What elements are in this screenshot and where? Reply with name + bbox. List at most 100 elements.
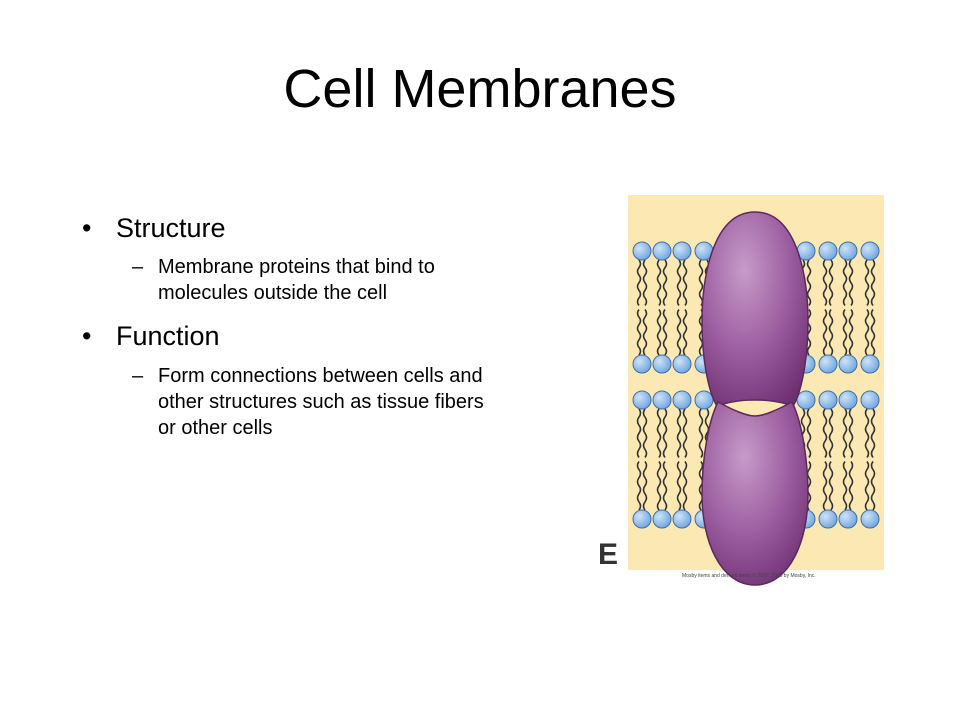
lipid-head [632, 241, 652, 261]
lipid-tail [656, 309, 662, 356]
lipid-head [818, 354, 838, 374]
lipid-tail [662, 309, 668, 356]
lipid-head [860, 509, 880, 529]
lipid-tail [870, 259, 876, 306]
slide-title: Cell Membranes [283, 59, 677, 119]
lipid-tail [842, 259, 848, 306]
lipid-bilayers [632, 241, 880, 529]
sub-bullet-text: Membrane proteins that bind to molecules… [158, 256, 435, 305]
lipid-tail [682, 461, 688, 511]
lipid-tail [828, 461, 834, 511]
sub-bullet-text: Form connections between cells and other… [158, 364, 484, 439]
lipid-tail [698, 259, 704, 306]
lipid-tail [848, 461, 854, 511]
lipid-tail [870, 461, 876, 511]
lipid-tail [642, 259, 648, 306]
lipid-tail [662, 461, 668, 511]
lipid-tail [642, 461, 648, 511]
lipid-head [818, 509, 838, 529]
lipid-head [860, 390, 880, 410]
lipid-tail [636, 259, 642, 306]
bullet-structure: Structure [82, 212, 502, 245]
membrane-figure: E Mosby items and derived items © 2007, … [590, 190, 890, 590]
lipid-tail [656, 259, 662, 306]
lipid-tail [698, 309, 704, 356]
lipid-head [838, 390, 858, 410]
lipid-head [652, 390, 672, 410]
lipid-tail [806, 408, 812, 458]
lipid-head [672, 241, 692, 261]
lipid-tail [662, 259, 668, 306]
lipid-head [632, 509, 652, 529]
lipid-head [652, 509, 672, 529]
lipid-head [838, 354, 858, 374]
lipid-head [672, 354, 692, 374]
lipid-head [672, 390, 692, 410]
lipid-tail [642, 408, 648, 458]
lipid-head [632, 390, 652, 410]
lipid-tail [676, 461, 682, 511]
sub-bullet-function: – Form connections between cells and oth… [82, 363, 488, 441]
lipid-head [632, 354, 652, 374]
sub-bullet-structure: – Membrane proteins that bind to molecul… [82, 254, 488, 306]
lipid-tail [864, 259, 870, 306]
panel-letter: E [598, 538, 619, 571]
lipid-head [860, 354, 880, 374]
lipid-tail [682, 309, 688, 356]
bullet-list: Structure – Membrane proteins that bind … [82, 212, 502, 455]
lipid-head [672, 509, 692, 529]
lipid-tail [676, 408, 682, 458]
lipid-tail [870, 309, 876, 356]
lipid-tail [842, 309, 848, 356]
lipid-tail [636, 309, 642, 356]
lipid-tail [864, 309, 870, 356]
lipid-head [838, 509, 858, 529]
bullet-function: Function [82, 320, 502, 353]
lipid-tail [822, 309, 828, 356]
lipid-tail [682, 408, 688, 458]
lower-protein [701, 400, 809, 586]
lipid-tail [682, 259, 688, 306]
lipid-tail [842, 461, 848, 511]
lipid-tail [822, 461, 828, 511]
figure-credit: Mosby items and derived items © 2007, 20… [682, 573, 816, 579]
lipid-tail [636, 408, 642, 458]
lipid-tail [636, 461, 642, 511]
lipid-head [652, 354, 672, 374]
lipid-tail [870, 408, 876, 458]
lipid-tail [828, 309, 834, 356]
upper-protein [701, 211, 809, 407]
lipid-tail [676, 259, 682, 306]
lipid-tail [848, 408, 854, 458]
lipid-tail [698, 461, 704, 511]
lipid-tail [842, 408, 848, 458]
lipid-tail [806, 309, 812, 356]
transmembrane-proteins [701, 211, 809, 586]
lipid-head [694, 390, 714, 410]
lipid-head [838, 241, 858, 261]
lipid-tail [676, 309, 682, 356]
lipid-tail [828, 408, 834, 458]
lipid-tail [822, 408, 828, 458]
lipid-tail [656, 408, 662, 458]
dash-marker: – [132, 256, 144, 279]
lipid-head [818, 241, 838, 261]
lipid-tail [848, 309, 854, 356]
lipid-tail [806, 461, 812, 511]
lipid-head [860, 241, 880, 261]
lipid-head [818, 390, 838, 410]
dash-marker: – [132, 364, 144, 387]
lipid-tail [656, 461, 662, 511]
lipid-tail [806, 259, 812, 306]
lipid-tail [642, 309, 648, 356]
lipid-tail [822, 259, 828, 306]
lipid-tail [828, 259, 834, 306]
membrane-diagram [628, 195, 884, 586]
lipid-tail [864, 461, 870, 511]
lipid-tail [698, 408, 704, 458]
lipid-tail [662, 408, 668, 458]
lipid-head [796, 390, 816, 410]
lipid-head [652, 241, 672, 261]
lipid-tail [864, 408, 870, 458]
lipid-tail [848, 259, 854, 306]
